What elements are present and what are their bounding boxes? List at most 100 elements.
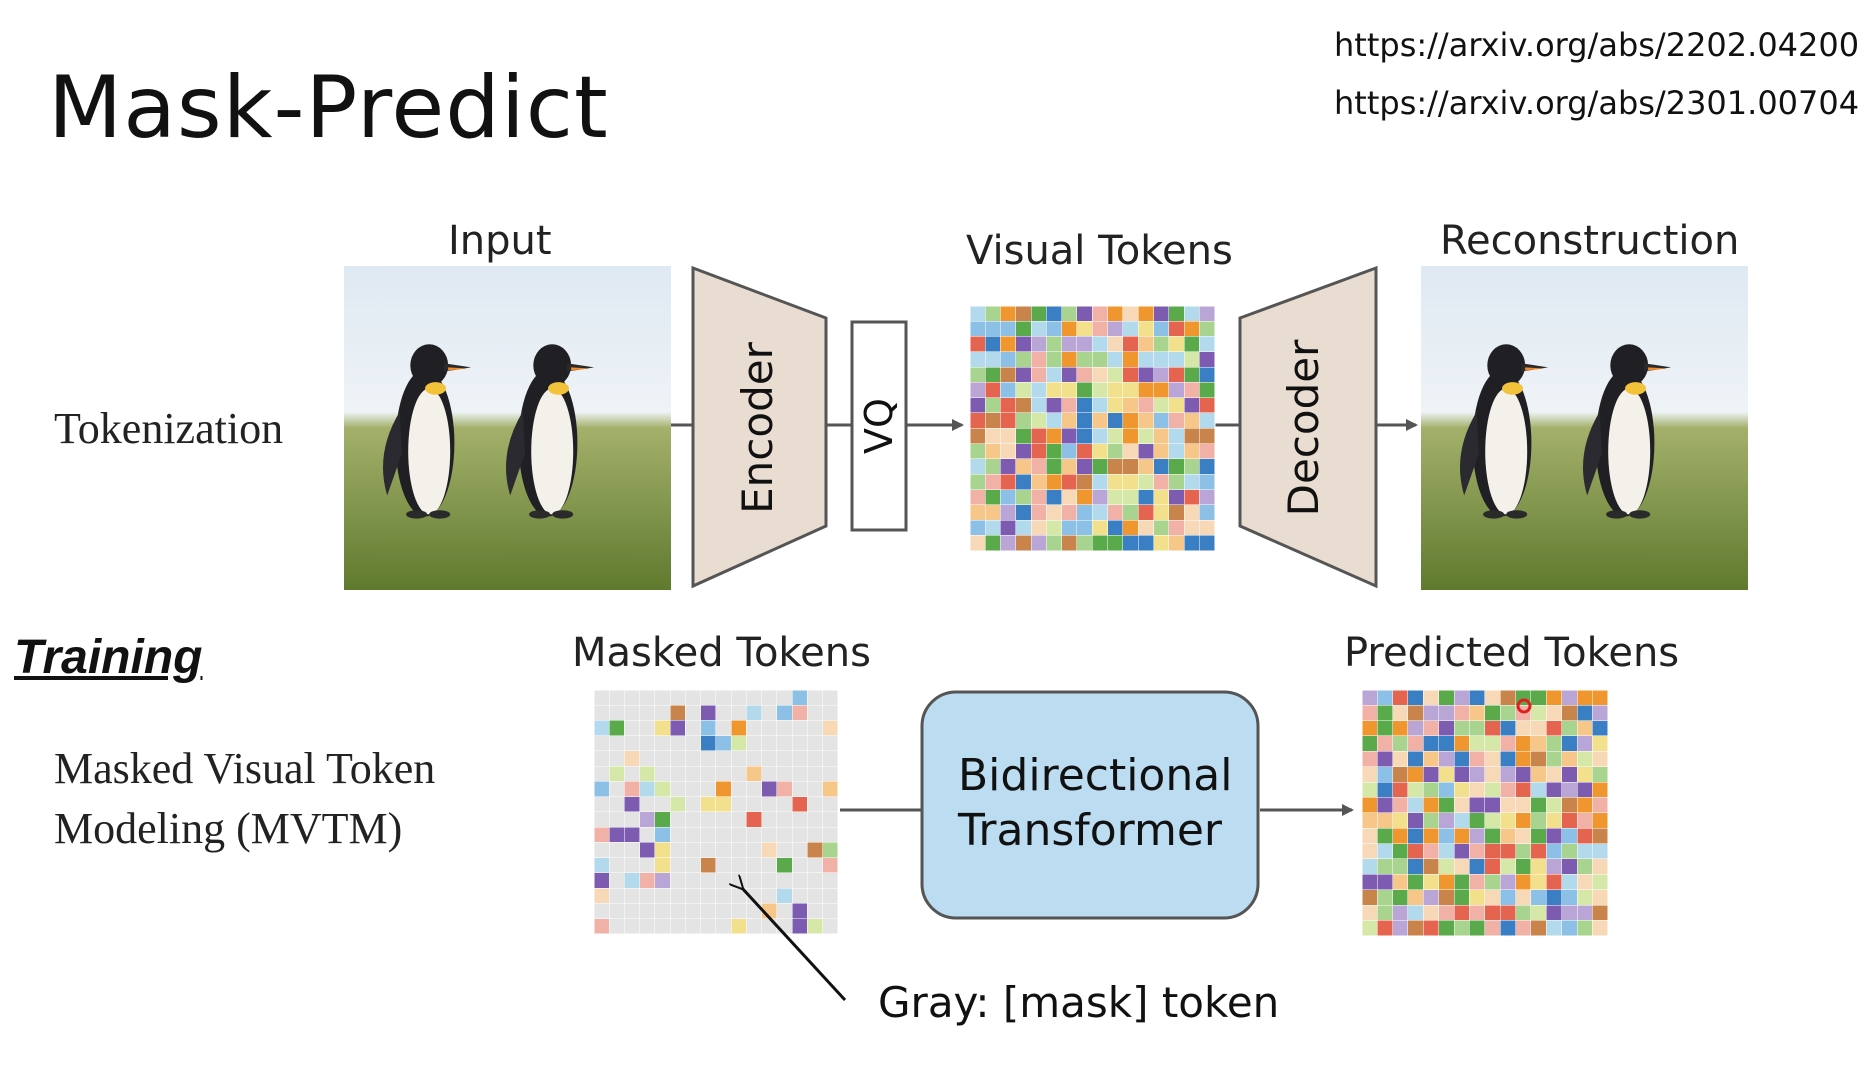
token-cell — [1454, 705, 1470, 721]
token-cell — [639, 781, 655, 797]
token-cell — [1199, 306, 1215, 321]
token-cell — [761, 705, 777, 720]
visual-tokens-caption: Visual Tokens — [966, 228, 1233, 274]
reference-link-1[interactable]: https://arxiv.org/abs/2202.04200 — [1334, 26, 1860, 64]
token-cell — [685, 796, 701, 812]
token-cell — [1423, 813, 1439, 828]
training-section-label: Training — [14, 631, 203, 684]
token-cell — [1469, 905, 1485, 921]
token-cell — [1184, 459, 1200, 474]
token-cell — [1031, 336, 1047, 352]
token-cell — [1362, 874, 1377, 890]
token-cell — [1000, 397, 1016, 413]
token-cell — [731, 720, 746, 736]
token-cell — [670, 720, 685, 736]
token-cell — [1408, 859, 1424, 875]
token-cell — [777, 781, 792, 797]
token-cell — [1061, 397, 1077, 413]
token-cell — [1077, 428, 1092, 444]
token-cell — [985, 306, 1001, 321]
token-cell — [1577, 813, 1593, 828]
token-cell — [700, 842, 716, 858]
token-cell — [1485, 905, 1500, 921]
token-cell — [1153, 535, 1169, 551]
token-cell — [685, 903, 701, 919]
token-cell — [1454, 690, 1470, 705]
token-cell — [1577, 690, 1593, 705]
token-cell — [1015, 367, 1031, 383]
token-cell — [1077, 397, 1092, 413]
token-cell — [1454, 813, 1470, 828]
token-cell — [1485, 690, 1500, 705]
token-cell — [970, 489, 985, 505]
token-cell — [700, 766, 716, 781]
token-cell — [594, 873, 609, 888]
token-cell — [1362, 690, 1377, 705]
token-cell — [1061, 413, 1077, 428]
token-cell — [655, 796, 670, 812]
token-cell — [1015, 459, 1031, 474]
token-cell — [1184, 474, 1200, 490]
token-cell — [1046, 443, 1062, 459]
token-cell — [807, 873, 823, 888]
token-cell — [1469, 736, 1485, 752]
token-cell — [1107, 351, 1123, 367]
token-cell — [792, 720, 807, 736]
token-cell — [1485, 736, 1500, 752]
token-cell — [970, 321, 985, 337]
token-cell — [1000, 535, 1016, 551]
token-cell — [1138, 367, 1154, 383]
token-cell — [1408, 843, 1424, 859]
bidirectional-transformer-block: Bidirectional Transformer — [920, 690, 1260, 920]
token-cell — [1061, 351, 1077, 367]
token-cell — [1184, 306, 1200, 321]
token-cell — [1123, 520, 1138, 536]
reference-link-2[interactable]: https://arxiv.org/abs/2301.00704 — [1334, 84, 1860, 122]
token-cell — [1577, 736, 1593, 752]
token-cell — [1046, 351, 1062, 367]
token-cell — [792, 842, 807, 858]
token-cell — [1107, 321, 1123, 337]
token-cell — [1577, 751, 1593, 767]
token-cell — [1485, 705, 1500, 721]
token-cell — [1500, 813, 1516, 828]
token-cell — [639, 903, 655, 919]
token-cell — [761, 690, 777, 705]
token-cell — [1577, 874, 1593, 890]
token-cell — [1153, 397, 1169, 413]
token-cell — [1500, 843, 1516, 859]
token-cell — [1123, 413, 1138, 428]
token-cell — [985, 428, 1001, 444]
token-cell — [1392, 690, 1408, 705]
token-cell — [609, 918, 624, 934]
token-cell — [1199, 520, 1215, 536]
token-cell — [594, 735, 609, 751]
token-cell — [1392, 705, 1408, 721]
token-cell — [1169, 474, 1184, 490]
token-cell — [1123, 505, 1138, 520]
token-cell — [1515, 813, 1531, 828]
token-cell — [746, 842, 762, 858]
token-cell — [822, 812, 838, 827]
token-cell — [609, 842, 624, 858]
token-cell — [1092, 535, 1108, 551]
token-cell — [716, 735, 731, 751]
token-cell — [746, 857, 762, 873]
token-cell — [1077, 367, 1092, 383]
token-cell — [1377, 705, 1393, 721]
token-cell — [1500, 797, 1516, 813]
token-cell — [731, 796, 746, 812]
token-cell — [594, 690, 609, 705]
token-cell — [1107, 428, 1123, 444]
token-cell — [1061, 367, 1077, 383]
token-cell — [822, 918, 838, 934]
token-cell — [822, 888, 838, 903]
token-cell — [1438, 920, 1454, 936]
token-cell — [1423, 690, 1439, 705]
token-cell — [685, 842, 701, 858]
token-cell — [1362, 782, 1377, 798]
token-cell — [1438, 828, 1454, 844]
token-cell — [1199, 382, 1215, 398]
token-cell — [1138, 489, 1154, 505]
token-cell — [1531, 920, 1547, 936]
